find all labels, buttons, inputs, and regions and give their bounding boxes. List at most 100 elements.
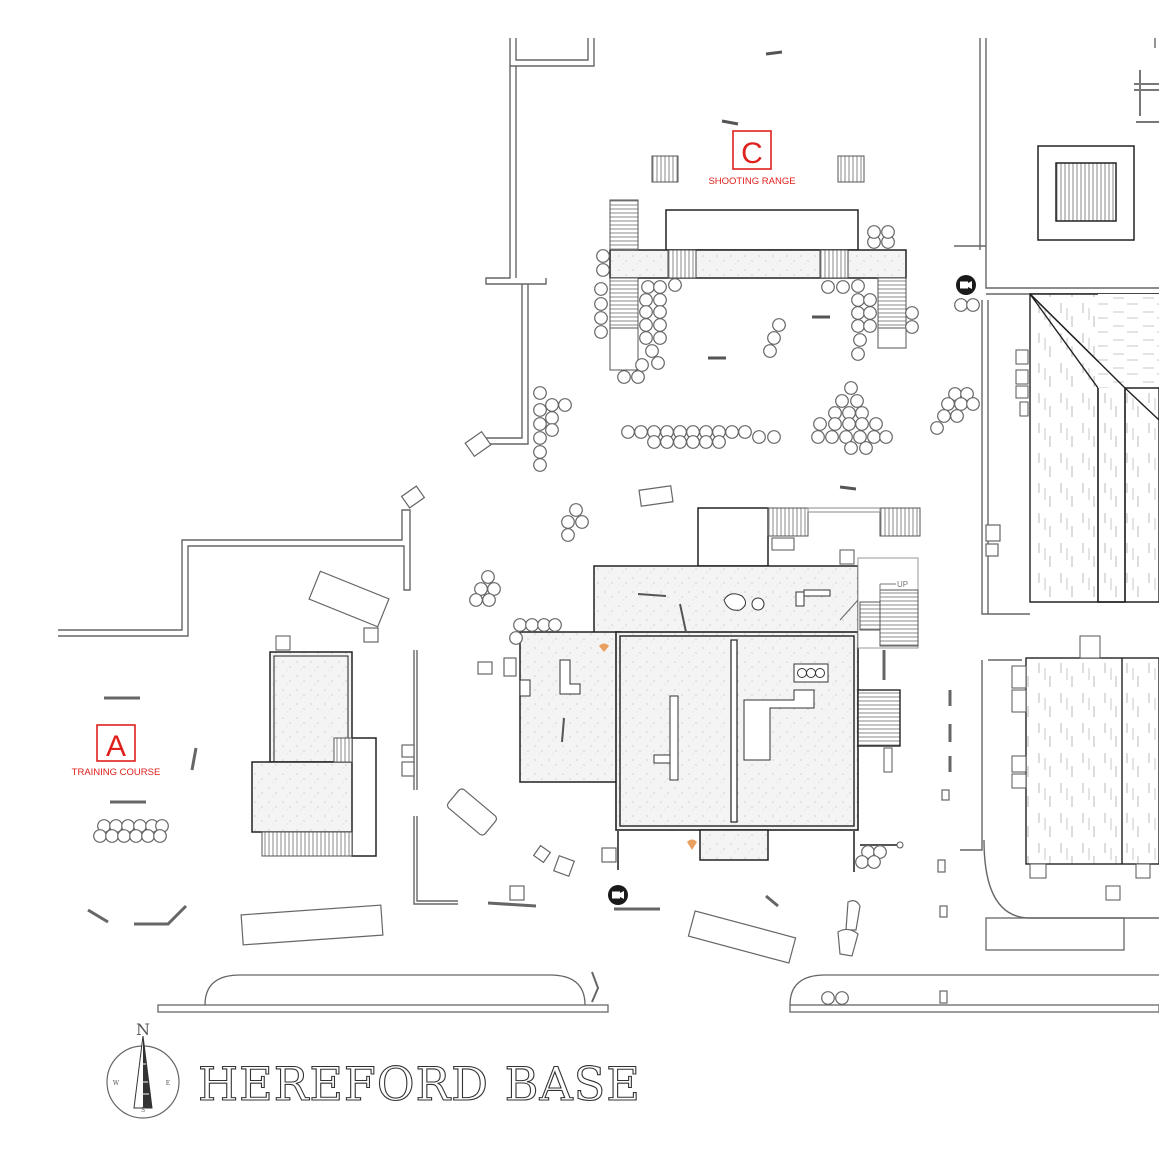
tree-icon: [558, 398, 572, 412]
tree-icon: [855, 417, 869, 431]
tree-icon: [905, 320, 919, 334]
tree-icon: [533, 417, 547, 431]
main-building: UP: [519, 507, 921, 872]
tree-icon: [594, 297, 608, 311]
tree-icon: [738, 425, 752, 439]
tree-icon: [867, 855, 881, 869]
tree-icon: [639, 293, 653, 307]
tree-icon: [725, 425, 739, 439]
tree-icon: [647, 435, 661, 449]
shooting-range-structure: [609, 50, 907, 491]
compass-n: N: [136, 1020, 150, 1039]
tree-icon: [93, 829, 107, 843]
map-title: HEREFORD BASE: [198, 1057, 641, 1111]
tree-icon: [569, 503, 583, 517]
zone-c-marker: C SHOOTING RANGE: [708, 130, 796, 187]
tree-icon: [850, 394, 864, 408]
tree-icon: [954, 397, 968, 411]
tree-icon: [828, 417, 842, 431]
trees: [93, 225, 980, 1005]
tree-icon: [631, 370, 645, 384]
zone-a-label: TRAINING COURSE: [72, 767, 161, 778]
tree-icon: [835, 394, 849, 408]
tree-icon: [821, 280, 835, 294]
tree-icon: [533, 458, 547, 472]
tree-icon: [482, 593, 496, 607]
tree-icon: [117, 829, 131, 843]
tree-icon: [966, 397, 980, 411]
tree-icon: [905, 306, 919, 320]
tree-icon: [596, 263, 610, 277]
tree-icon: [653, 305, 667, 319]
tree-icon: [842, 417, 856, 431]
tree-icon: [653, 280, 667, 294]
tree-icon: [594, 325, 608, 339]
stairs-up-label: UP: [897, 580, 908, 589]
tree-icon: [533, 445, 547, 459]
zone-c-letter: C: [741, 137, 763, 170]
tree-icon: [575, 515, 589, 529]
tree-icon: [767, 430, 781, 444]
tree-icon: [469, 593, 483, 607]
tree-icon: [651, 356, 665, 370]
tree-icon: [851, 347, 865, 361]
tree-icon: [836, 280, 850, 294]
tree-icon: [105, 829, 119, 843]
compass-e: E: [166, 1080, 170, 1087]
tree-icon: [545, 398, 559, 412]
tree-icon: [853, 333, 867, 347]
tree-icon: [821, 991, 835, 1005]
tree-icon: [867, 225, 881, 239]
compass-w: W: [113, 1080, 120, 1087]
tree-icon: [851, 293, 865, 307]
tree-icon: [867, 430, 881, 444]
right-building-upper: [1015, 293, 1159, 603]
tree-icon: [635, 358, 649, 372]
tree-icon: [653, 293, 667, 307]
tree-icon: [863, 306, 877, 320]
perimeter-walls: [58, 38, 1159, 919]
tree-icon: [596, 249, 610, 263]
tree-icon: [594, 311, 608, 325]
tree-icon: [545, 423, 559, 437]
tree-icon: [673, 435, 687, 449]
tree-icon: [686, 435, 700, 449]
tree-icon: [954, 298, 968, 312]
zone-c-label: SHOOTING RANGE: [708, 176, 795, 187]
entry-marker-icon: [599, 643, 697, 850]
tree-icon: [641, 280, 655, 294]
tree-icon: [950, 409, 964, 423]
tree-icon: [712, 435, 726, 449]
tree-icon: [851, 306, 865, 320]
tree-icon: [639, 331, 653, 345]
tree-icon: [639, 318, 653, 332]
tree-icon: [859, 441, 873, 455]
tree-icon: [930, 421, 944, 435]
tree-icon: [561, 515, 575, 529]
tree-icon: [763, 344, 777, 358]
tree-icon: [844, 441, 858, 455]
tree-icon: [937, 409, 951, 423]
tree-icon: [851, 279, 865, 293]
zone-a-marker: A TRAINING COURSE: [72, 724, 161, 778]
tree-icon: [660, 435, 674, 449]
tree-icon: [653, 331, 667, 345]
tree-icon: [844, 381, 858, 395]
right-building-lower: [1011, 635, 1159, 901]
tree-icon: [621, 425, 635, 439]
tree-icon: [129, 829, 143, 843]
tree-icon: [617, 370, 631, 384]
tree-icon: [533, 403, 547, 417]
tree-icon: [881, 225, 895, 239]
compass-s: S: [141, 1107, 145, 1114]
tree-icon: [153, 829, 167, 843]
tree-icon: [960, 387, 974, 401]
tree-icon: [966, 298, 980, 312]
tree-icon: [851, 319, 865, 333]
tree-icon: [141, 829, 155, 843]
tree-icon: [855, 855, 869, 869]
camera-icon: [956, 275, 976, 295]
tree-icon: [835, 991, 849, 1005]
tree-icon: [509, 631, 523, 645]
tree-icon: [767, 331, 781, 345]
